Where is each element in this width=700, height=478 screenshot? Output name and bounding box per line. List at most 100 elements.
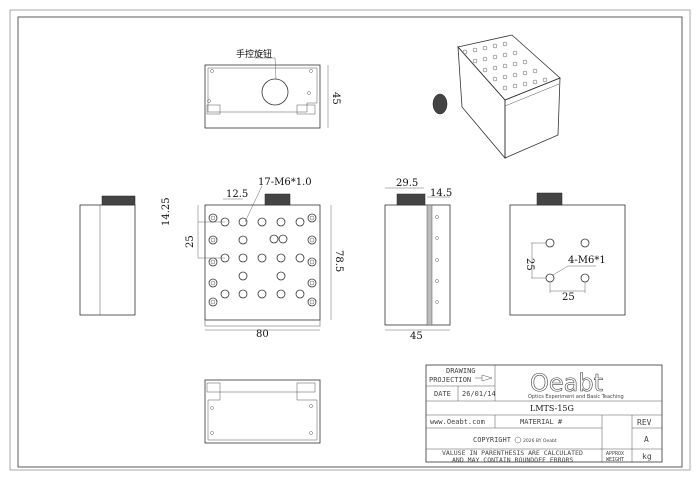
knob-icon [536,192,563,206]
sheet-border [9,9,691,471]
iso-hole [492,54,498,60]
knob-offset-dim: 29.5 [396,178,418,189]
iso-hole [482,56,488,62]
threaded-hole [257,217,267,227]
mount-hole-inner [210,237,216,243]
mount-hole [208,297,218,307]
side-hole [435,300,439,304]
part-number: LMTS-15G [530,404,574,413]
pitch-y-dim: 25 [185,235,196,248]
mount-hole-inner [210,259,216,265]
iso-hole [492,76,498,82]
side-hole [435,279,439,283]
date-value: 26/01/14 [462,390,496,398]
mount-hole [307,235,317,245]
hole-callout: 17-M6*1.0 [258,177,312,188]
projection-symbol-icon [475,374,493,382]
threaded-hole [276,271,286,281]
strip-dim: 14.5 [430,188,452,199]
threaded-hole [295,289,305,299]
iso-hole [502,63,508,69]
side-hole [435,258,439,262]
knob-icon [396,193,426,206]
threaded-hole [220,289,230,299]
bottom-view [204,379,321,444]
note-line-1: VALUSE IN PARENTHESIS ARE CALCULATED [442,449,583,457]
iso-hole [522,81,528,87]
mount-hole [307,297,317,307]
mount-hole [208,257,218,267]
copyright-label: COPYRIGHT [473,436,512,444]
drawing-label: DRAWING [446,367,476,375]
copyright-owner: 2026 BY Oeabt [523,438,557,444]
iso-hole [462,49,468,55]
side-hole [435,236,439,240]
depth-dim: 45 [410,331,423,342]
back-pitch-x-dim: 25 [562,292,575,303]
isometric-view [432,34,561,160]
iso-hole [522,59,528,65]
knob-label: 手控旋钮 [236,48,272,60]
iso-hole [522,70,528,76]
iso-hole [512,72,518,78]
back-view: 25 25 4-M6*1 [509,192,626,316]
knob-outline [261,78,289,106]
iso-hole [502,85,508,91]
weight-label-2: WEIGHT [606,457,624,463]
left-side-view [79,195,136,316]
rev-label: REV [637,418,652,427]
side-view: 29.5 14.5 45 [384,178,452,342]
drawing-frame [17,16,683,468]
iso-hole [502,41,508,47]
iso-hole [492,65,498,71]
mount-hole [307,278,317,288]
mount-hole-inner [210,215,216,221]
threaded-hole [295,217,305,227]
iso-hole [532,79,538,85]
mount-hole-inner [309,299,315,305]
threaded-hole [276,289,286,299]
pitch-x-dim: 12.5 [226,189,248,200]
knob-icon [264,193,291,206]
offset-y-dim: 14.25 [161,197,172,226]
mount-hole-inner [210,280,216,286]
threaded-hole [276,253,286,263]
threaded-hole [238,271,248,281]
mount-hole [307,257,317,267]
threaded-hole [238,289,248,299]
mount-hole-inner [309,215,315,221]
threaded-hole [276,217,286,227]
mount-hole-inner [309,280,315,286]
knob-icon [432,93,448,115]
mount-hole-inner [309,237,315,243]
iso-hole [482,45,488,51]
top-height-dim: 45 [330,92,341,105]
knob-icon [101,195,136,206]
iso-hole [502,74,508,80]
threaded-hole [295,253,305,263]
website: www.Oeabt.com [430,418,485,426]
back-pitch-y-dim: 25 [524,258,535,271]
iso-hole [512,50,518,56]
company-logo: Oeabt [530,369,603,397]
iso-hole [492,43,498,49]
front-view: 80 78.5 12.5 17-M6*1.0 14.25 25 [161,177,344,340]
material-label: MATERIAL # [520,418,563,426]
back-hole-callout: 4-M6*1 [568,255,606,266]
title-block: DRAWING PROJECTION DATE 26/01/14 Oeabt O… [425,364,663,464]
threaded-hole [238,217,248,227]
iso-hole [512,61,518,67]
logo-tagline: Optics Experiment and Basic Teaching [528,394,624,400]
mount-hole [208,213,218,223]
iso-hole [512,83,518,89]
threaded-hole [257,289,267,299]
iso-hole [472,58,478,64]
iso-hole [482,67,488,73]
iso-hole [542,77,548,83]
threaded-hole [278,234,288,244]
projection-label: PROJECTION [429,376,471,384]
front-height-dim: 78.5 [333,250,344,272]
date-label: DATE [434,390,451,398]
threaded-hole [257,253,267,263]
mount-hole-inner [309,259,315,265]
